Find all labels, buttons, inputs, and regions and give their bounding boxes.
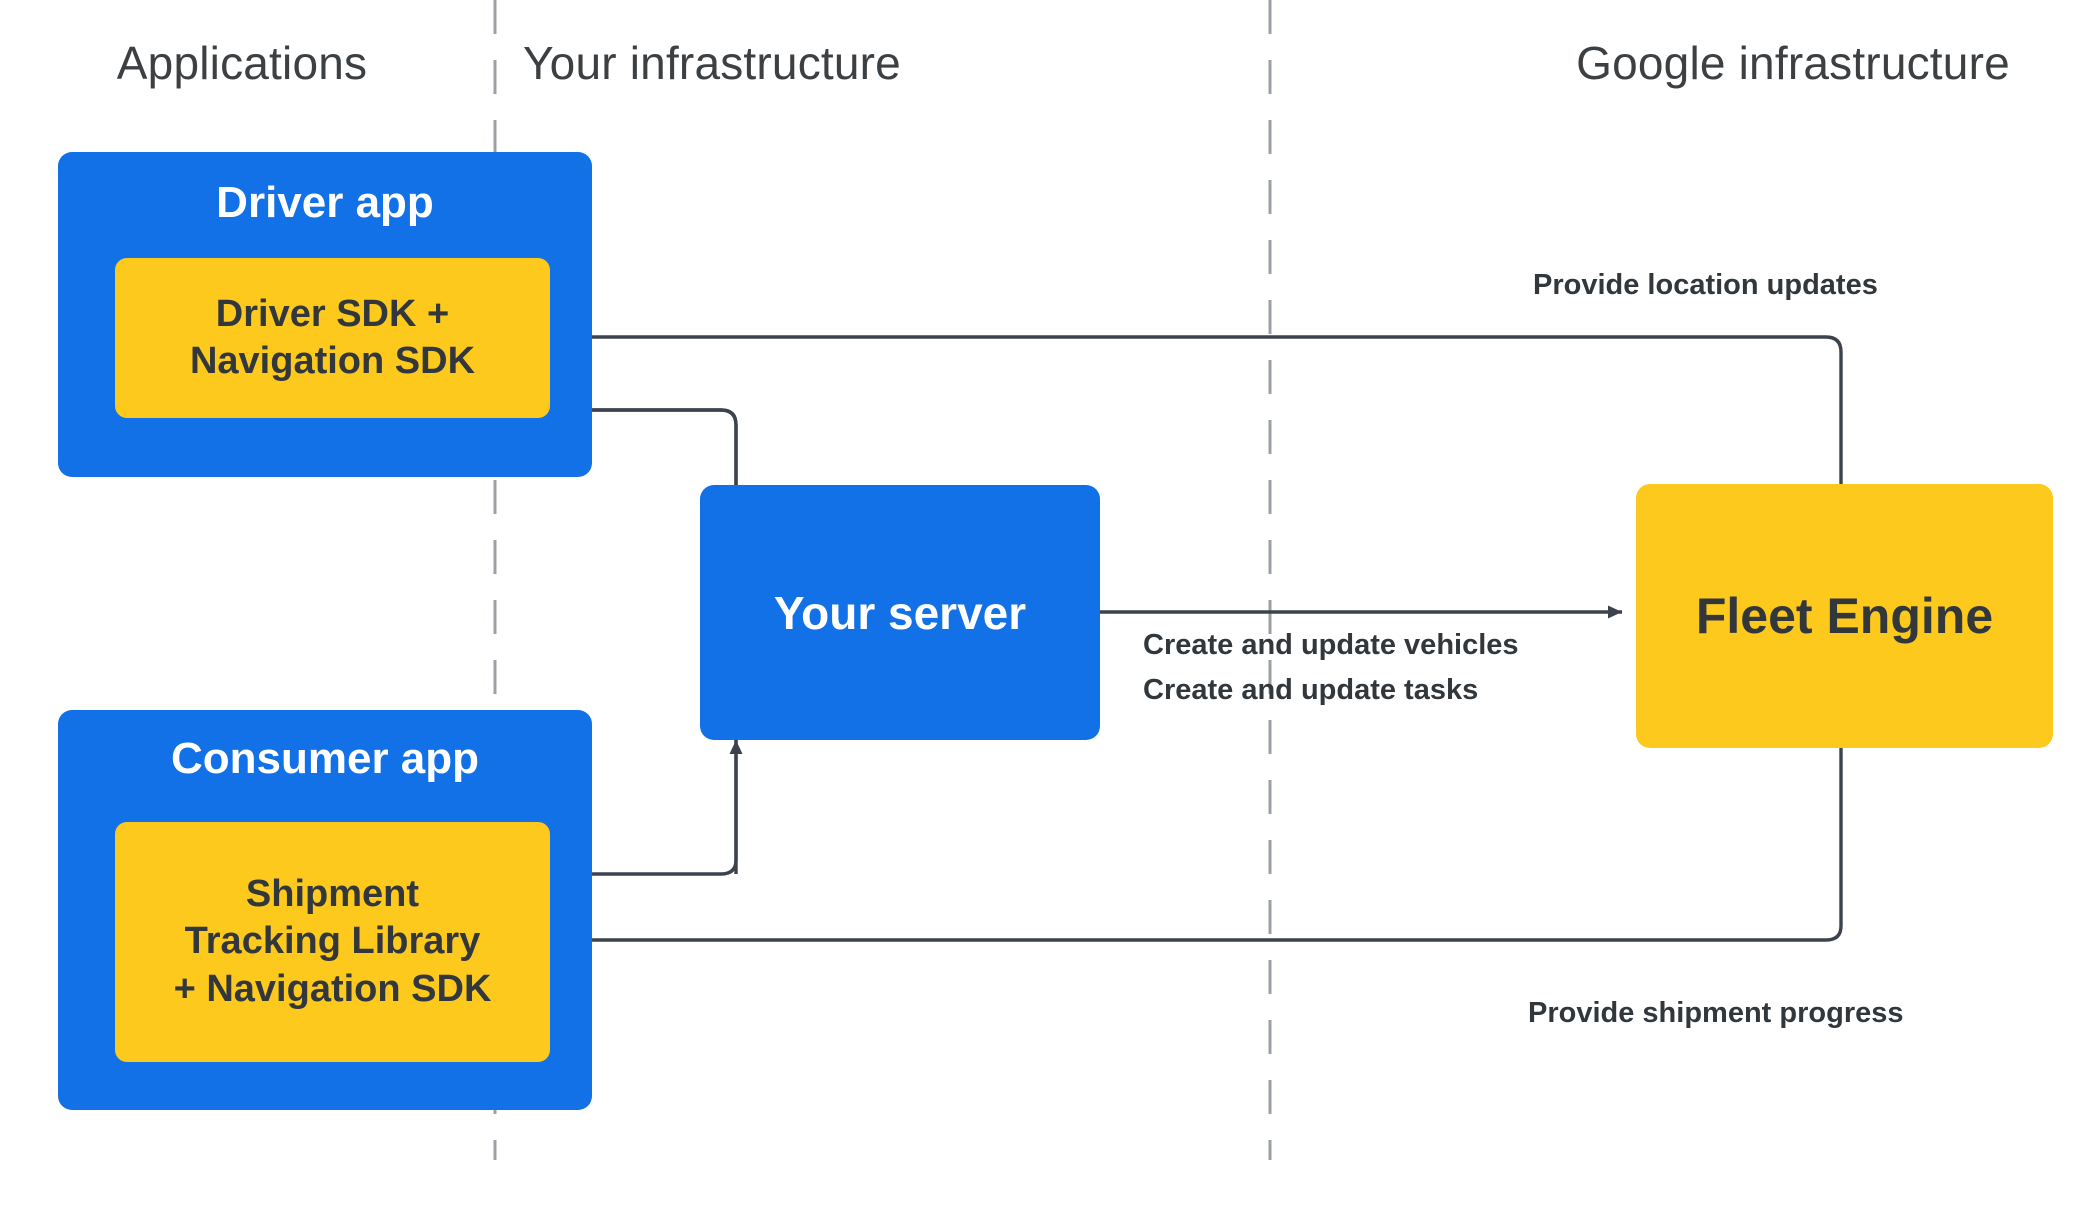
edge-label-create-update-vehicles: Create and update vehicles xyxy=(1143,629,1519,661)
edge-fleet-engine-to-shipment-tracking xyxy=(430,748,1843,947)
your-server-title: Your server xyxy=(773,586,1027,639)
node-driver-sdk[interactable]: Driver SDK + Navigation SDK xyxy=(115,258,550,418)
node-your-server[interactable]: Your server xyxy=(700,485,1100,740)
shipment-sdk-line-3: + Navigation SDK xyxy=(173,967,492,1010)
shipment-sdk-line-2: Tracking Library xyxy=(184,920,481,963)
edge-label-provide-location-updates: Provide location updates xyxy=(1533,269,1878,301)
column-header-applications: Applications xyxy=(116,37,368,89)
edge-label-create-update-tasks: Create and update tasks xyxy=(1143,674,1479,706)
column-header-google-infrastructure: Google infrastructure xyxy=(1576,37,2010,89)
driver-sdk-line-2: Navigation SDK xyxy=(189,340,476,382)
node-driver-app[interactable]: Driver app Driver SDK + Navigation SDK xyxy=(58,152,592,477)
column-header-your-infrastructure: Your infrastructure xyxy=(523,37,901,89)
driver-app-title: Driver app xyxy=(216,178,434,227)
edge-label-provide-shipment-progress: Provide shipment progress xyxy=(1528,997,1904,1029)
shipment-tracking-label: Shipment Tracking Library + Navigation S… xyxy=(168,871,498,1014)
node-consumer-app[interactable]: Consumer app Shipment Tracking Library +… xyxy=(58,710,592,1110)
driver-sdk-line-1: Driver SDK + xyxy=(215,292,450,335)
driver-sdk-label: Driver SDK + Navigation SDK xyxy=(184,291,481,386)
shipment-sdk-line-1: Shipment xyxy=(245,872,420,915)
node-shipment-tracking-library[interactable]: Shipment Tracking Library + Navigation S… xyxy=(115,822,550,1062)
fleet-engine-title: Fleet Engine xyxy=(1695,588,1994,644)
node-fleet-engine[interactable]: Fleet Engine xyxy=(1636,484,2053,748)
edge-fleet-engine-to-driver-sdk xyxy=(430,330,1843,484)
consumer-app-title: Consumer app xyxy=(170,734,480,783)
